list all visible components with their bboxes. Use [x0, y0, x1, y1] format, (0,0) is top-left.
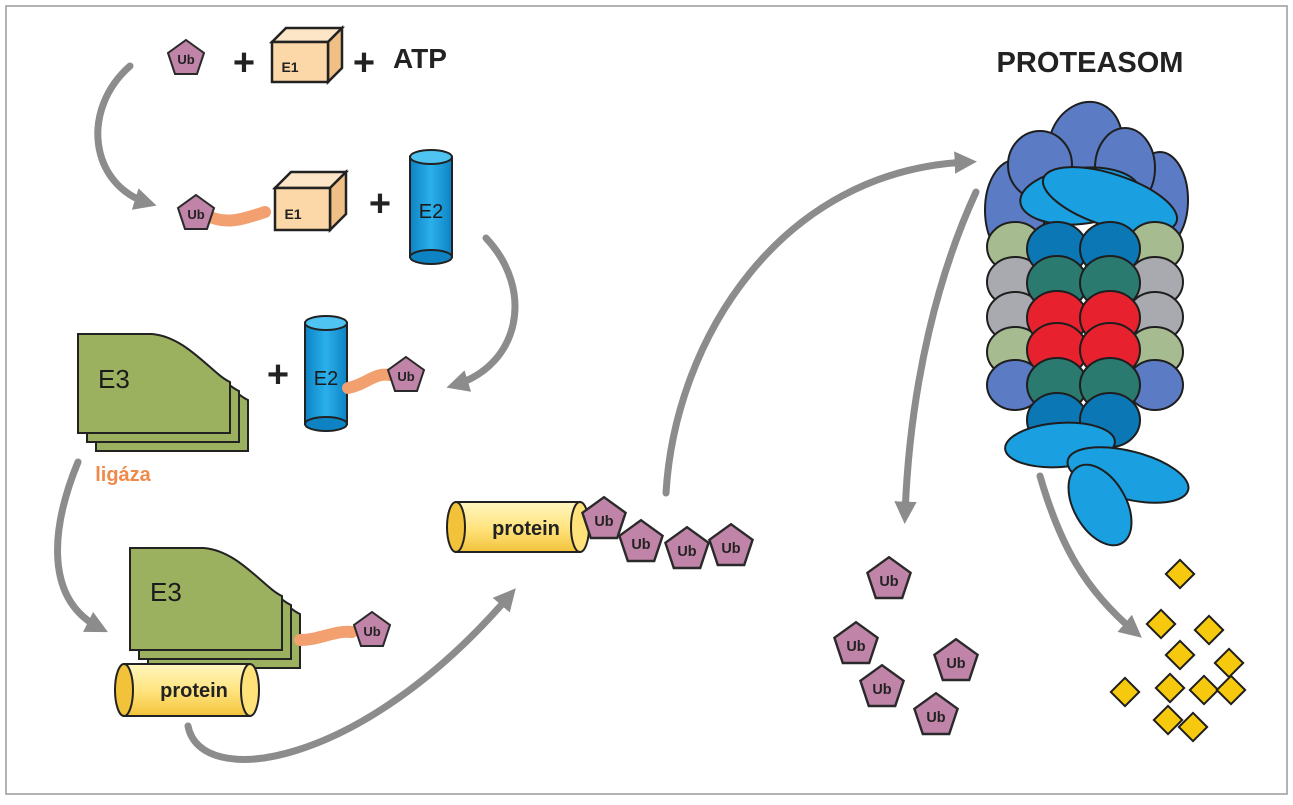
released-ubiquitin: Ub — [833, 621, 879, 665]
svg-text:Ub: Ub — [363, 624, 380, 639]
arrow-complex-to-polyub — [184, 588, 516, 763]
ligase-label: ligáza — [95, 464, 151, 486]
polyubiquitinated-protein: protein — [446, 501, 590, 553]
e1-enzyme-box-loaded: E1 — [271, 168, 350, 234]
peptide-fragment — [1177, 711, 1209, 743]
ubiquitin-on-e2: Ub — [387, 356, 425, 392]
svg-text:protein: protein — [160, 680, 228, 702]
svg-text:E1: E1 — [284, 206, 301, 222]
svg-text:Ub: Ub — [721, 541, 740, 557]
e2-enzyme-cylinder: E2 — [409, 149, 453, 265]
ubiquitin-chain-unit: Ub — [708, 523, 754, 567]
svg-text:Ub: Ub — [631, 537, 650, 553]
arrow-to-proteasome — [662, 151, 977, 497]
ubiquitin-on-e3: Ub — [353, 611, 391, 647]
arrow-release-peptides — [1036, 472, 1142, 638]
e3-ligase-complex: E3 — [129, 547, 301, 669]
substrate-protein-cylinder: protein — [114, 663, 260, 717]
peptide-fragment — [1215, 674, 1247, 706]
arrows — [54, 62, 1142, 763]
ubiquitin-chain-unit: Ub — [664, 526, 710, 570]
svg-text:E3: E3 — [150, 577, 182, 607]
linker-e2-ub — [342, 368, 396, 394]
e1-enzyme-box: E1 — [268, 24, 346, 86]
proteasome — [984, 100, 1190, 547]
plus-sign: + — [233, 42, 255, 84]
svg-text:Ub: Ub — [397, 369, 414, 384]
peptide-fragment — [1109, 676, 1141, 708]
arrow-ub-to-e1 — [94, 62, 157, 210]
plus-sign: + — [267, 354, 289, 396]
svg-text:Ub: Ub — [926, 710, 945, 726]
peptide-fragment — [1164, 639, 1196, 671]
released-ubiquitin: Ub — [866, 556, 912, 600]
svg-text:Ub: Ub — [177, 52, 194, 67]
peptide-fragment — [1152, 704, 1184, 736]
plus-sign: + — [353, 42, 375, 84]
released-ubiquitin: Ub — [933, 638, 979, 682]
arrow-release-ub — [894, 188, 980, 524]
e3-ligase-stack: E3 — [77, 333, 249, 452]
proteasome-label: PROTEASOM — [997, 47, 1184, 79]
released-ubiquitin: Ub — [913, 692, 959, 736]
peptide-fragment — [1145, 608, 1177, 640]
peptide-fragments — [1109, 558, 1247, 743]
peptide-fragment — [1164, 558, 1196, 590]
peptide-fragment — [1193, 614, 1225, 646]
linker-e3-ub — [294, 625, 358, 646]
ubiquitin-chain-unit: Ub — [581, 496, 627, 540]
arrow-e3-to-complex — [54, 458, 108, 633]
frame-border — [5, 5, 1288, 795]
svg-text:E2: E2 — [314, 368, 338, 390]
e2-enzyme-cylinder-loaded: E2 — [304, 315, 348, 432]
plus-sign: + — [369, 183, 391, 225]
svg-text:E3: E3 — [98, 364, 130, 394]
svg-text:E1: E1 — [281, 59, 298, 75]
svg-text:protein: protein — [492, 518, 560, 540]
atp-label: ATP — [393, 43, 447, 74]
svg-text:Ub: Ub — [594, 514, 613, 530]
peptide-fragment — [1213, 647, 1245, 679]
peptide-fragment — [1154, 672, 1186, 704]
svg-text:Ub: Ub — [946, 656, 965, 672]
ubiquitin-chain-unit: Ub — [618, 519, 664, 563]
ubiquitin-chain: Ub Ub Ub Ub — [581, 496, 754, 570]
svg-text:Ub: Ub — [846, 639, 865, 655]
ubiquitin-on-e1: Ub — [177, 194, 215, 230]
svg-text:E2: E2 — [419, 201, 443, 223]
proteasome-cap-bottom — [1004, 421, 1190, 547]
ubiquitin-free-top: Ub — [167, 39, 205, 75]
released-ubiquitin: Ub — [859, 664, 905, 708]
linker-ub-e1 — [200, 206, 271, 227]
svg-text:Ub: Ub — [677, 544, 696, 560]
arrow-e2-to-e3 — [446, 234, 519, 392]
peptide-fragment — [1188, 674, 1220, 706]
svg-text:Ub: Ub — [879, 574, 898, 590]
svg-text:Ub: Ub — [187, 207, 204, 222]
proteasome-core-rings — [986, 221, 1184, 448]
svg-text:Ub: Ub — [872, 682, 891, 698]
released-ubiquitins: Ub Ub Ub Ub Ub — [833, 556, 979, 736]
